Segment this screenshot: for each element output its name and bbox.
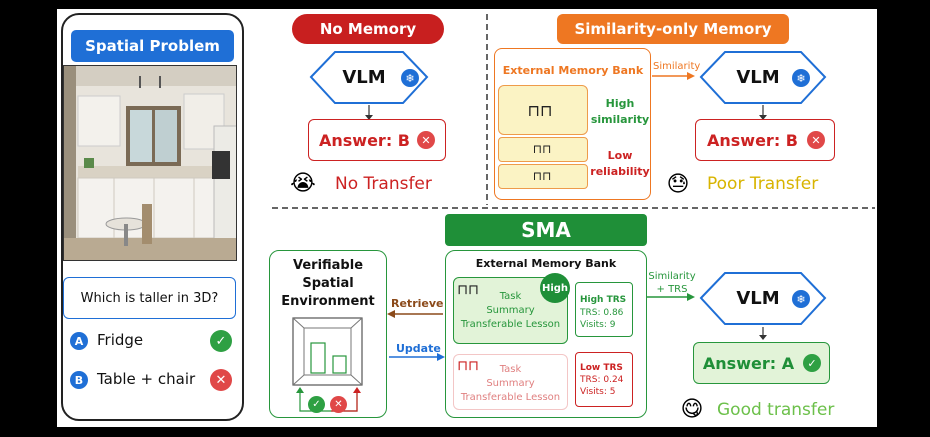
snowflake-icon: ❄ [792, 69, 810, 87]
trs-box-low [575, 352, 633, 407]
good-transfer-label: Good transfer [717, 400, 835, 420]
happy-face-icon: 😋 [680, 396, 704, 422]
similarity-memory-bank [494, 48, 651, 200]
check-icon: ✓ [308, 396, 325, 413]
vlm-similarity-hexagon [699, 51, 827, 104]
snowflake-icon: ❄ [792, 290, 810, 308]
sma-title: SMA [445, 214, 647, 246]
table-chair-icon: ⊓⊓ [457, 358, 479, 374]
memory-card-low-1 [498, 137, 588, 162]
card2-text: Task Summary Transferable Lesson [460, 364, 561, 403]
section-dividers [272, 14, 875, 412]
low-reliability-label: Low reliability [590, 149, 650, 178]
no-memory-title: No Memory [292, 14, 444, 44]
card1-text: Task Summary Transferable Lesson [460, 291, 561, 330]
verifiable-env-panel [269, 250, 387, 418]
vlm-sma-hexagon [699, 272, 827, 325]
vlm-similarity-label: VLM [736, 66, 780, 88]
similarity-bank-title: External Memory Bank [502, 63, 644, 77]
answer-no-memory-text: Answer: B [319, 130, 410, 150]
table-chair-icon: ⊓⊓ [532, 142, 552, 156]
memory-card-high [498, 85, 588, 135]
sma-memory-bank [445, 250, 647, 418]
table-chair-icon: ⊓⊓ [532, 169, 552, 183]
table-chair-icon: ⊓⊓ [527, 100, 553, 120]
vlm-no-memory-label: VLM [342, 66, 386, 88]
spatial-problem-panel [61, 13, 244, 421]
similarity-trs-label: Similarity + TRS [648, 271, 696, 295]
option-b-letter: B [70, 371, 88, 389]
trs-box-high [575, 282, 633, 337]
high-badge: High [540, 273, 570, 303]
high-trs-value: TRS: 0.86 [580, 308, 624, 318]
sma-bank-title: External Memory Bank [475, 256, 617, 270]
cross-icon: ✕ [210, 369, 232, 391]
low-trs-visits: Visits: 5 [580, 387, 616, 397]
high-trs-visits: Visits: 9 [580, 320, 616, 330]
figure-canvas: Spatial Problem Which i [57, 9, 877, 427]
question-box: Which is taller in 3D? [63, 277, 236, 319]
check-icon: ✓ [210, 330, 232, 352]
no-transfer-label: No Transfer [335, 174, 432, 194]
table-chair-icon: ⊓⊓ [457, 282, 479, 298]
vlm-sma-label: VLM [736, 287, 780, 309]
snowflake-icon: ❄ [401, 69, 419, 87]
verifiable-env-title: Verifiable Spatial Environment [281, 258, 375, 309]
cross-icon: ✕ [330, 396, 347, 413]
spatial-problem-title: Spatial Problem [71, 30, 234, 62]
update-label: Update [396, 342, 441, 355]
low-trs-value: TRS: 0.24 [580, 375, 624, 385]
similarity-arrow-label: Similarity [653, 61, 701, 72]
wrong-icon: ✕ [417, 131, 435, 149]
low-trs-title: Low TRS [580, 363, 623, 373]
vlm-no-memory-hexagon [309, 51, 429, 104]
answer-sma-text: Answer: A [702, 353, 795, 373]
option-a-letter: A [70, 332, 88, 350]
option-a-label: Fridge [97, 331, 144, 349]
answer-similarity-text: Answer: B [707, 130, 798, 150]
retrieve-label: Retrieve [391, 297, 444, 310]
wrong-icon: ✕ [807, 131, 825, 149]
sad-face-icon: 😓 [666, 171, 690, 197]
similarity-memory-title: Similarity-only Memory [557, 14, 789, 44]
kitchen-photo [63, 65, 237, 261]
option-b-label: Table + chair [97, 370, 196, 388]
answer-similarity-box [695, 119, 835, 161]
high-similarity-label: High similarity [590, 97, 650, 126]
crying-face-icon: 😭 [290, 170, 316, 196]
high-trs-title: High TRS [580, 295, 627, 305]
correct-icon: ✓ [803, 354, 821, 372]
memory-card-low-2 [498, 164, 588, 189]
memory-card-low-trs [453, 354, 568, 410]
answer-no-memory-box [308, 119, 446, 161]
poor-transfer-label: Poor Transfer [707, 174, 819, 194]
